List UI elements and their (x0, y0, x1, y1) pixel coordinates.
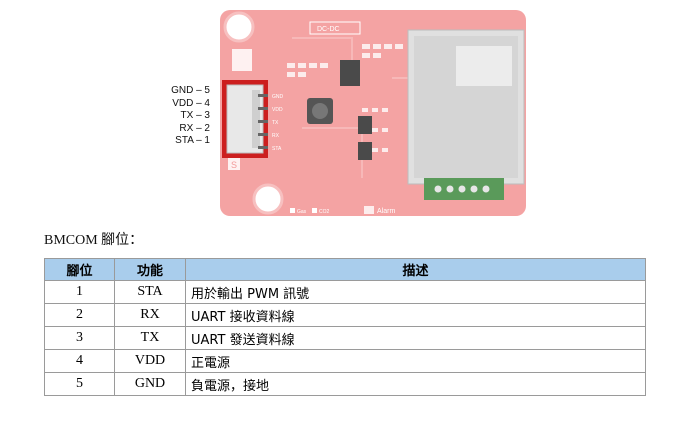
pin-number: 4 (44, 349, 115, 373)
section-caption: BMCOM 腳位： (44, 233, 144, 248)
pin-description: UART 發送資料線 (185, 326, 646, 350)
pin-description: 用於輸出 PWM 訊號 (185, 280, 646, 304)
pin-function: STA (114, 280, 186, 304)
logo-icon (232, 49, 252, 71)
pin-function: GND (114, 372, 186, 396)
pin-description: UART 接收資料線 (185, 303, 646, 327)
pin-number: 2 (44, 303, 115, 327)
pin-label: VDD – 4 (172, 97, 210, 109)
pin-table: 腳位 功能 描述 1 STA 用於輸出 PWM 訊號 2 RX UART 接收資… (44, 258, 646, 396)
ic-chip (340, 60, 360, 86)
pin-label-list: GND – 5 VDD – 4 TX – 3 RX – 2 STA – 1 (150, 85, 210, 148)
pin-label: GND – 5 (171, 85, 210, 96)
table-row: 5 GND 負電源，接地 (44, 372, 646, 396)
converter-label: DC-DC (317, 26, 340, 33)
table-row: 3 TX UART 發送資料線 (44, 326, 646, 350)
header-function: 功能 (114, 258, 186, 281)
board-figure: GND – 5 VDD – 4 TX – 3 RX – 2 STA – 1 DC… (150, 10, 526, 216)
silk-pin: GND (272, 94, 284, 100)
header-description: 描述 (185, 258, 646, 281)
mounting-hole (225, 13, 253, 41)
pin-label: TX – 3 (180, 110, 210, 122)
silk-pin: VDD (272, 107, 283, 113)
ic-chip (358, 116, 372, 134)
table-row: 2 RX UART 接收資料線 (44, 303, 646, 327)
pin-label: STA – 1 (175, 135, 210, 147)
pin-label: RX – 2 (179, 122, 210, 134)
sensor-board-image: DC-DC S GND VDD TX RX STA (220, 10, 526, 216)
pin-number: 3 (44, 326, 115, 350)
table-header-row: 腳位 功能 描述 (44, 258, 646, 281)
led-label: Alarm (377, 208, 395, 215)
silk-pin: STA (272, 146, 282, 152)
mounting-hole (254, 185, 282, 213)
header-pin: 腳位 (44, 258, 115, 281)
connector-mark: S (231, 160, 237, 170)
pin-function: TX (114, 326, 186, 350)
table-row: 1 STA 用於輸出 PWM 訊號 (44, 280, 646, 304)
pin-function: RX (114, 303, 186, 327)
sensor-window (456, 46, 512, 86)
led-label: CO2 (319, 209, 330, 215)
pin-number: 1 (44, 280, 115, 304)
pin-description: 正電源 (185, 349, 646, 373)
pin-function: VDD (114, 349, 186, 373)
led-label: Gas (297, 209, 307, 215)
pin-description: 負電源，接地 (185, 372, 646, 396)
ic-chip (358, 142, 372, 160)
silk-pin: RX (272, 133, 280, 139)
silk-pin: TX (272, 120, 279, 126)
pin-number: 5 (44, 372, 115, 396)
table-row: 4 VDD 正電源 (44, 349, 646, 373)
